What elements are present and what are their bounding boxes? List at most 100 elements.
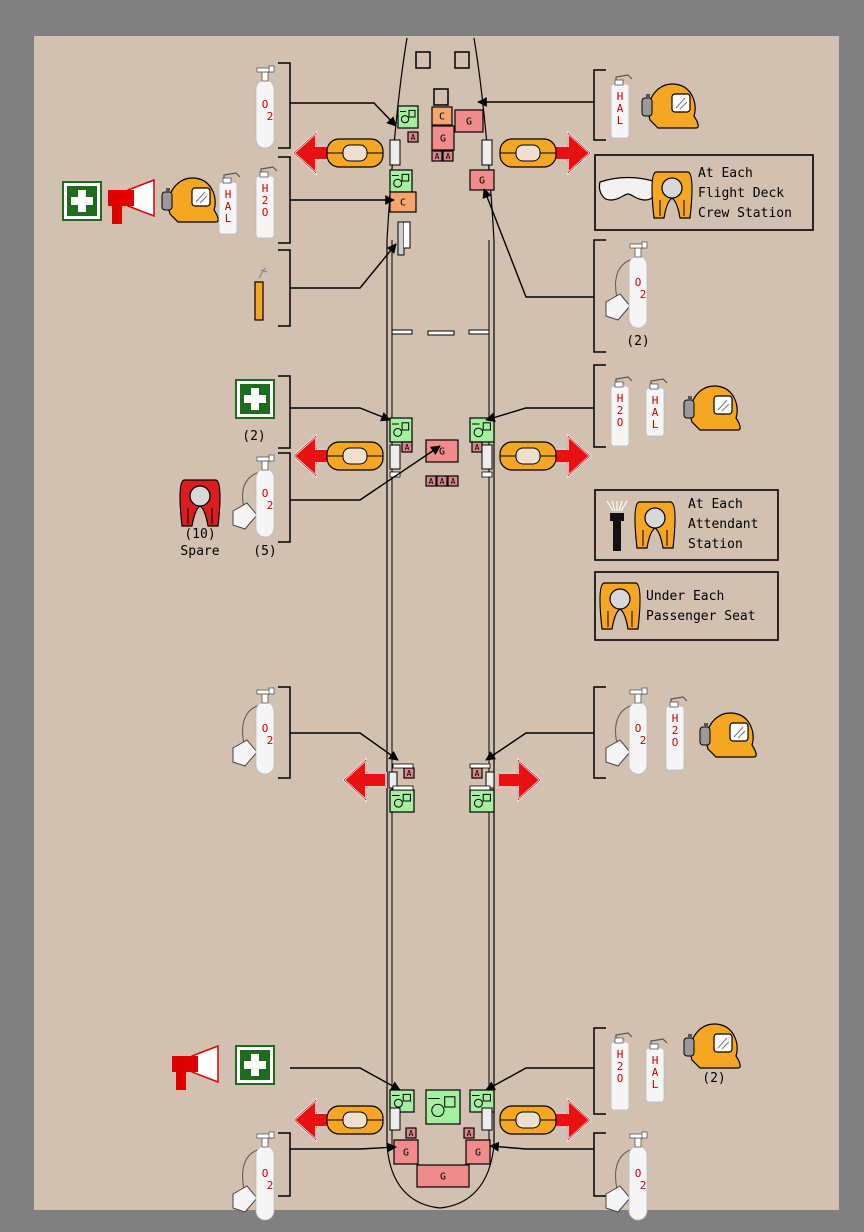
lavatory-unit bbox=[389, 169, 413, 193]
life-vest-icon bbox=[651, 171, 693, 219]
water-extinguisher-icon: H2O bbox=[610, 376, 633, 447]
halon-extinguisher-icon: HAL bbox=[218, 172, 241, 235]
life-raft-icon bbox=[326, 138, 384, 168]
svg-text:C: C bbox=[400, 198, 406, 209]
life-vest-icon bbox=[599, 582, 641, 630]
door-panel bbox=[389, 444, 401, 470]
life-vest-icon bbox=[179, 479, 221, 527]
svg-text:A: A bbox=[411, 133, 416, 142]
lavatory-unit bbox=[389, 417, 413, 443]
legend-attendant-line1: At Each bbox=[688, 497, 743, 512]
svg-text:A: A bbox=[652, 406, 659, 419]
count-aft-right-pbe: (2) bbox=[702, 1071, 725, 1086]
svg-text:L: L bbox=[652, 418, 659, 431]
megaphone-icon bbox=[108, 178, 155, 224]
attendant-seat: A bbox=[431, 150, 443, 162]
svg-text:O: O bbox=[635, 722, 642, 735]
attendant-seat: A bbox=[405, 1127, 417, 1139]
life-raft-icon bbox=[326, 441, 384, 471]
svg-text:A: A bbox=[451, 477, 456, 486]
door-panel bbox=[481, 1107, 493, 1131]
svg-text:G: G bbox=[439, 447, 445, 458]
leader-line bbox=[482, 188, 594, 298]
svg-text:A: A bbox=[440, 477, 445, 486]
equipment-bracket bbox=[593, 364, 606, 448]
svg-text:2: 2 bbox=[672, 724, 679, 737]
attendant-seat: A bbox=[447, 475, 459, 487]
oxygen-cylinder-icon: O2 bbox=[605, 1131, 648, 1221]
closet-unit: C bbox=[431, 106, 453, 126]
exit-arrow bbox=[497, 757, 542, 803]
water-extinguisher-icon: H2O bbox=[610, 1032, 633, 1111]
leader-line bbox=[290, 1142, 397, 1153]
count-mid-left-first-aid: (2) bbox=[242, 429, 265, 444]
pbe-hood-icon bbox=[699, 712, 757, 758]
oxygen-cylinder-icon: O2 bbox=[232, 1131, 275, 1221]
leader-line bbox=[290, 243, 397, 289]
exit-arrows bbox=[292, 130, 592, 1143]
leader-line bbox=[290, 102, 397, 127]
svg-text:G: G bbox=[440, 134, 446, 145]
svg-text:G: G bbox=[479, 176, 485, 187]
galley-unit: G bbox=[416, 1164, 470, 1188]
lavatory-unit bbox=[425, 1089, 461, 1125]
svg-text:G: G bbox=[466, 117, 472, 128]
svg-text:O: O bbox=[262, 98, 269, 111]
svg-text:2: 2 bbox=[267, 734, 274, 747]
life-raft-icon bbox=[499, 138, 557, 168]
exit-arrow bbox=[342, 757, 387, 803]
legend-flight-deck: At Each Flight Deck Crew Station bbox=[594, 154, 814, 231]
svg-text:2: 2 bbox=[640, 734, 647, 747]
svg-text:2: 2 bbox=[640, 1179, 647, 1192]
svg-text:H: H bbox=[652, 1054, 659, 1067]
first-aid-kit-icon bbox=[62, 181, 102, 221]
svg-text:A: A bbox=[407, 769, 412, 778]
equipment-bracket bbox=[278, 1132, 291, 1197]
legend-passenger-line1: Under Each bbox=[646, 589, 724, 604]
life-vest-icon bbox=[651, 171, 693, 219]
legend-flight-deck-line2: Flight Deck bbox=[698, 186, 784, 201]
life-vest-icon bbox=[599, 582, 641, 630]
svg-text:O: O bbox=[617, 416, 624, 429]
svg-text:H: H bbox=[617, 392, 624, 405]
first-aid-kit-icon bbox=[235, 1045, 275, 1085]
pbe-hood-icon bbox=[683, 1023, 741, 1069]
life-rafts bbox=[326, 138, 557, 1135]
equipment-bracket bbox=[278, 375, 291, 449]
legend-attendant-line2: Attendant bbox=[688, 517, 758, 532]
door-panel bbox=[485, 771, 495, 789]
door-panel bbox=[389, 139, 401, 166]
svg-text:H: H bbox=[672, 712, 679, 725]
oxygen-cylinder-icon: O2 bbox=[605, 241, 648, 329]
equipment-bracket bbox=[593, 1027, 606, 1115]
crash-axe-icon bbox=[254, 267, 268, 321]
svg-text:G: G bbox=[475, 1148, 481, 1159]
svg-text:G: G bbox=[403, 1148, 409, 1159]
svg-text:L: L bbox=[652, 1078, 659, 1091]
equipment-bracket bbox=[593, 239, 606, 353]
legend-attendant-line3: Station bbox=[688, 537, 743, 552]
svg-text:A: A bbox=[652, 1066, 659, 1079]
count-mid-left-vests: (10) bbox=[184, 527, 215, 542]
leader-line bbox=[290, 1067, 401, 1091]
svg-text:A: A bbox=[475, 769, 480, 778]
attendant-seat: A bbox=[471, 441, 483, 453]
svg-text:2: 2 bbox=[267, 499, 274, 512]
life-raft-icon bbox=[499, 441, 557, 471]
leader-line bbox=[489, 1141, 594, 1152]
galley-unit: G bbox=[465, 1139, 491, 1165]
galley-unit: G bbox=[425, 439, 459, 463]
door-panel bbox=[389, 1107, 401, 1131]
svg-text:A: A bbox=[409, 1129, 414, 1138]
svg-text:L: L bbox=[617, 114, 624, 127]
oxygen-cylinder-icon: O2 bbox=[255, 65, 275, 149]
water-extinguisher-icon: H2O bbox=[255, 166, 278, 239]
svg-text:A: A bbox=[446, 152, 451, 161]
galley-unit: G bbox=[431, 125, 455, 151]
count-mid-left-vests-note: Spare bbox=[180, 544, 219, 559]
svg-text:H: H bbox=[617, 1048, 624, 1061]
galley-unit: G bbox=[469, 169, 495, 191]
